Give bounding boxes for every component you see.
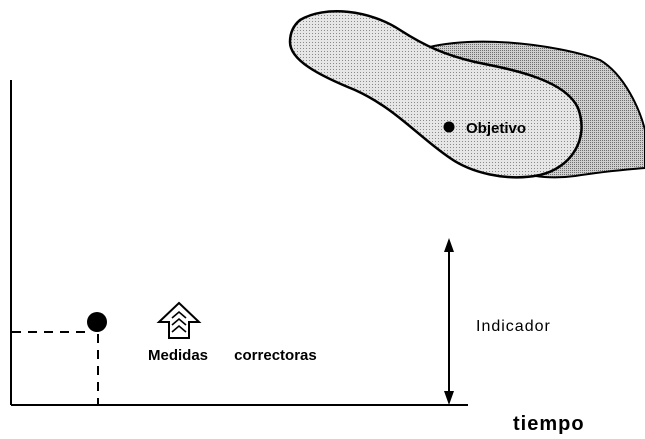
indicator-label: Indicador [476, 318, 551, 336]
current-state-dot [87, 312, 107, 332]
time-axis-label: tiempo [513, 413, 585, 436]
hatched-up-arrow-icon [159, 303, 199, 338]
target-region-inner [290, 11, 582, 177]
indicator-double-arrow [444, 238, 454, 405]
corrective-measures-label: Medidas correctoras [148, 347, 317, 364]
objective-dot [444, 122, 455, 133]
objective-label: Objetivo [466, 120, 526, 137]
